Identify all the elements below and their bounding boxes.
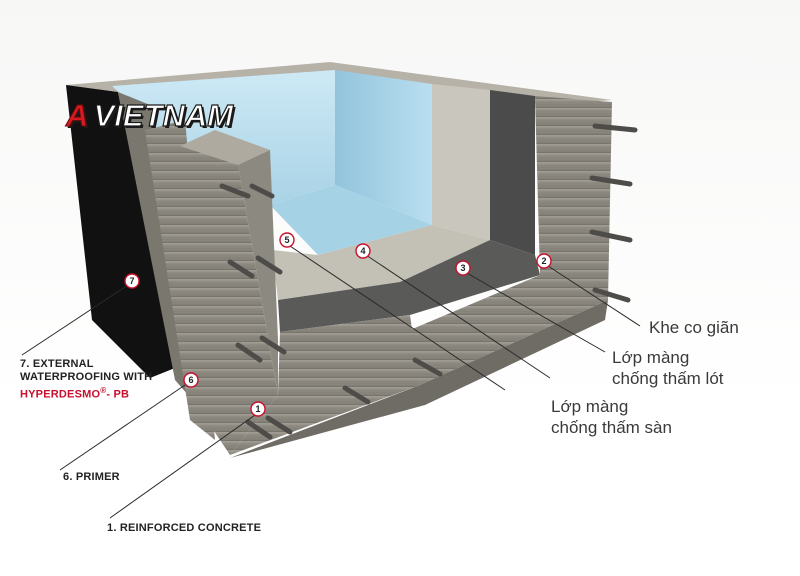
leader-lines (21, 243, 641, 519)
brand-name: VIETNAM (93, 97, 234, 133)
pool-floor (270, 185, 432, 255)
brand-logo: A1VIETNAM (65, 97, 234, 134)
front-pillar-top (180, 130, 270, 165)
svg-text:7: 7 (129, 276, 134, 286)
front-pillar (180, 146, 278, 455)
svg-text:4: 4 (360, 246, 365, 256)
floor-membrane-band (278, 240, 540, 332)
marker-6: 6 (183, 372, 199, 388)
marker-4: 4 (355, 243, 371, 259)
label-primer-membrane: Lớp màng chống thấm lót (612, 348, 724, 388)
label-primer: 6. PRIMER (63, 471, 120, 483)
svg-text:3: 3 (460, 263, 465, 273)
rebar-group (219, 123, 638, 440)
floor-slab-surface (272, 225, 490, 300)
dark-membrane-wall (490, 90, 535, 255)
inner-wall-cut (432, 84, 490, 240)
brand-superscript: 1 (86, 98, 94, 114)
svg-text:5: 5 (284, 235, 289, 245)
bottom-slab-front (230, 315, 420, 455)
svg-text:2: 2 (541, 256, 546, 266)
front-pillar-right (238, 150, 278, 395)
left-wall-face (145, 120, 215, 440)
label-floor-membrane: Lớp màng chống thấm sàn (551, 397, 672, 437)
marker-1: 1 (250, 401, 266, 417)
right-wall (410, 96, 612, 385)
marker-7: 7 (124, 273, 140, 289)
pool-right-face (335, 70, 432, 225)
black-external-layer (66, 85, 175, 378)
svg-text:1: 1 (255, 404, 260, 414)
marker-3: 3 (455, 260, 471, 276)
label-expansion-joint: Khe co giãn (649, 318, 739, 337)
marker-2: 2 (536, 253, 552, 269)
label-external-waterproofing: 7. EXTERNAL WATERPROOFING WITH HYPERDESM… (20, 358, 153, 401)
marker-5: 5 (279, 232, 295, 248)
brand-prefix: A (65, 98, 89, 134)
svg-text:6: 6 (188, 375, 193, 385)
label-reinforced-concrete: 1. REINFORCED CONCRETE (107, 522, 262, 534)
